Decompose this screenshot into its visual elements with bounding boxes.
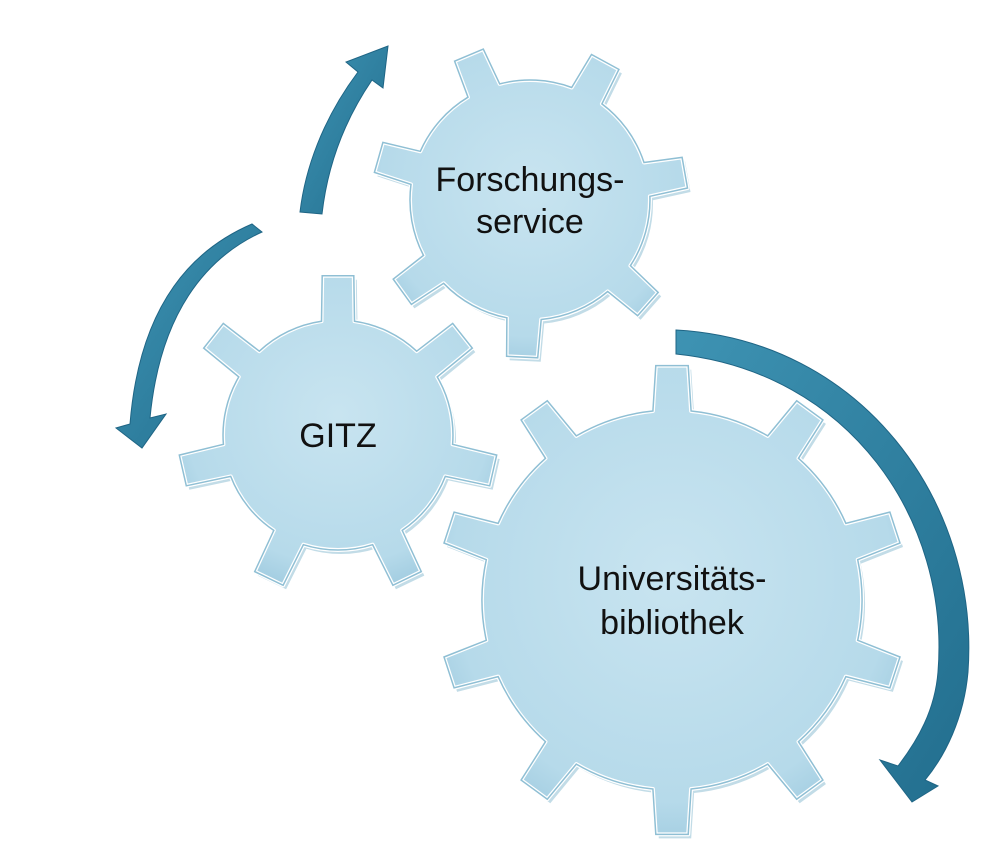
gear-body: [442, 363, 902, 837]
gear-label-line: service: [476, 203, 584, 241]
gear-label-line: Forschungs-: [436, 161, 625, 199]
arrow-right-down: [675, 329, 970, 803]
gear-outline: [373, 48, 689, 359]
gear-outline: [178, 275, 498, 587]
gear-universitaetsbibliothek: Universitäts-bibliothek: [442, 363, 903, 839]
gear-gitz: GITZ: [177, 273, 500, 590]
gear-label-line: bibliothek: [600, 604, 745, 642]
gear-label-line: Universitäts-: [578, 560, 767, 598]
arrow-left-down: [114, 223, 263, 449]
gear-forschungsservice: Forschungs-service: [372, 47, 691, 362]
arrow-up-top: [299, 45, 389, 215]
gear-label-line: GITZ: [299, 417, 376, 455]
gear-outline: [443, 364, 901, 836]
cycle-arrows: [114, 45, 970, 803]
